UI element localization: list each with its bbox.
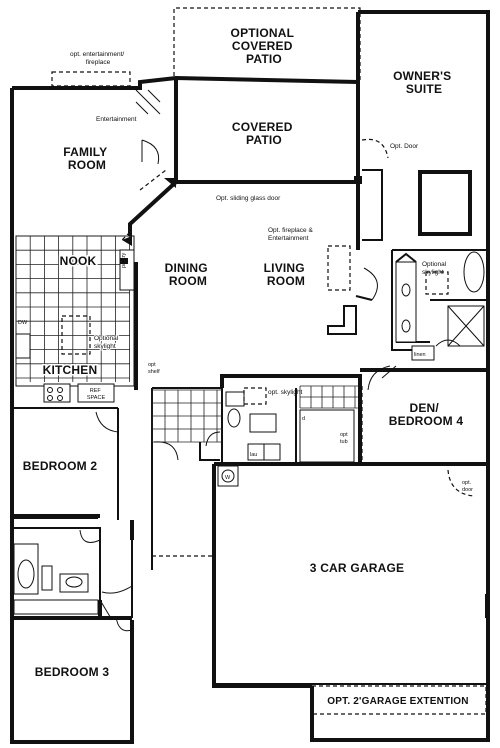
ref-space-note: REF SPACE — [87, 388, 106, 401]
garage-extension-label: OPT. 2'GARAGE EXTENTION — [327, 696, 468, 707]
garage-label: 3 CAR GARAGE — [310, 561, 404, 575]
kitchen-label: KITCHEN — [43, 363, 98, 377]
covered-patio-label: COVERED PATIO — [232, 120, 296, 147]
living-room-label: LIVING ROOM — [264, 261, 309, 288]
linen-note: linen — [414, 352, 426, 358]
bedroom2-label: BEDROOM 2 — [23, 459, 98, 473]
d-note: d — [302, 416, 305, 422]
linen — [411, 345, 435, 361]
owners-suite-label: OWNER'S SUITE — [393, 69, 455, 96]
entertainment-note: Entertainment — [96, 116, 137, 123]
kitchen-island — [61, 315, 91, 355]
family-room-label: FAMILY ROOM — [63, 145, 110, 172]
lau-note: lau — [250, 452, 257, 458]
den-label: DEN/ BEDROOM 4 — [389, 401, 464, 428]
opt-entertainment-note: opt. entertainment/ fireplace — [70, 51, 126, 66]
opt-fireplace-note: Opt. fireplace & Entertainment — [268, 227, 315, 242]
owners-door — [361, 138, 389, 159]
nook-kitchen-tile — [15, 235, 135, 387]
opt-shelf-note: opt shelf — [148, 362, 160, 375]
dw-note: DW — [18, 320, 28, 326]
opt-door-note: Opt. Door — [390, 143, 419, 150]
nook-label: NOOK — [60, 254, 97, 268]
tub — [463, 251, 485, 293]
pantry-note: pantry — [121, 252, 127, 268]
opt-fireplace — [327, 245, 351, 291]
opt-entertainment-box — [51, 71, 131, 87]
laundry-skylight-note: opt. skylight — [268, 389, 303, 396]
opt-door-garage-note: opt. door — [462, 480, 473, 493]
washer-note: W — [225, 475, 231, 481]
opt-tub-note: opt tub — [340, 432, 349, 445]
door-swing — [141, 139, 160, 165]
sink — [15, 333, 31, 359]
garage-extension-outline — [311, 685, 487, 715]
interior-walls — [12, 169, 488, 620]
sliding-glass-door-note: Opt. sliding glass door — [216, 195, 281, 202]
room-labels: OPTIONAL COVERED PATIO COVERED PATIO OWN… — [23, 26, 469, 707]
optional-covered-patio-label: OPTIONAL COVERED PATIO — [231, 26, 298, 66]
entry-tile — [151, 389, 222, 443]
kitchen-skylight-note: Optional skylight — [94, 335, 120, 350]
dining-room-label: DINING ROOM — [165, 261, 212, 288]
ref-space — [77, 383, 115, 403]
notes: opt. entertainment/ fireplace Entertainm… — [18, 51, 473, 493]
bath-skylight-note: Optional skylight — [422, 261, 448, 276]
bedroom3-label: BEDROOM 3 — [35, 665, 110, 679]
